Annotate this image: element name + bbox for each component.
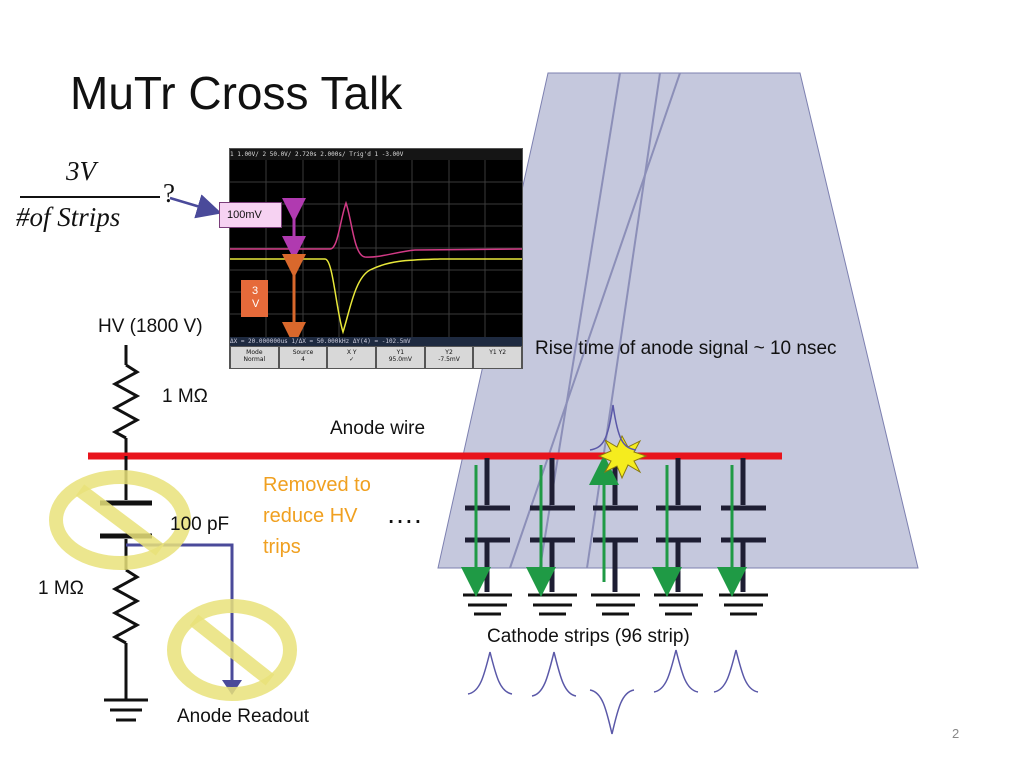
- ground-icon: [104, 698, 148, 722]
- spark-burst-icon: [597, 434, 648, 480]
- scope-status: ΔX = 20.000000us 1/ΔX = 50.000kHz ΔY(4) …: [230, 337, 522, 346]
- prohibited-sign-icon: [167, 599, 297, 701]
- scope-trace-magenta: [230, 200, 522, 258]
- chamber-line-3: [509, 72, 681, 569]
- anode-pulse-icon: [589, 404, 637, 451]
- pulse-icon: [713, 649, 759, 693]
- fraction-numerator: 3V: [66, 156, 96, 186]
- pulse-icon: [589, 689, 635, 735]
- label-hv: HV (1800 V): [98, 316, 203, 337]
- cathode-strip-5: [717, 458, 768, 616]
- cathode-strip-3: [589, 455, 640, 616]
- fraction-bar: [20, 196, 160, 198]
- chamber-trapezoid: [437, 72, 919, 569]
- softkey-xy: X Y✓: [327, 346, 377, 369]
- label-removed: Removed to reduce HV trips: [263, 474, 371, 558]
- scope-header: 1 1.00V/ 2 50.0V/ 2.720s 2.000s/ Trig'd …: [230, 149, 522, 160]
- cathode-strip-1: [461, 458, 512, 616]
- label-anode-readout: Anode Readout: [177, 706, 310, 727]
- pulse-icon: [653, 649, 699, 693]
- scope-trace-yellow: [230, 258, 522, 335]
- fraction-arrow: [169, 194, 222, 219]
- label-r-bottom: 1 MΩ: [38, 578, 84, 599]
- cathode-strip-4: [652, 458, 703, 616]
- fraction-question: ?: [163, 178, 175, 208]
- softkey-y2: Y2-7.5mV: [424, 346, 474, 369]
- page-number: 2: [952, 726, 960, 741]
- callout-3v: 3 V: [241, 280, 268, 317]
- softkey-y1y2: Y1 Y2: [473, 346, 523, 369]
- label-ellipsis: ….: [386, 498, 422, 529]
- slide-title: MuTr Cross Talk: [70, 67, 403, 119]
- callout-100mv: 100mV: [219, 202, 282, 228]
- chamber-line-2: [586, 72, 661, 569]
- label-rise-time: Rise time of anode signal ~ 10 nsec: [535, 338, 837, 359]
- label-cathode-strips: Cathode strips (96 strip): [487, 626, 690, 647]
- fraction-denominator: #of Strips: [16, 202, 121, 232]
- oscilloscope-screen: 1 1.00V/ 2 50.0V/ 2.720s 2.000s/ Trig'd …: [229, 148, 523, 369]
- pulse-icon: [531, 651, 577, 697]
- label-r-top: 1 MΩ: [162, 386, 208, 407]
- label-anode-wire: Anode wire: [330, 418, 426, 439]
- label-capacitor: 100 pF: [170, 514, 230, 535]
- scope-graticule: [230, 160, 522, 337]
- prohibited-sign-icon: [49, 470, 191, 570]
- cathode-strip-2: [526, 458, 577, 616]
- pulse-icon: [467, 651, 513, 695]
- resistor-top: [111, 363, 141, 440]
- resistor-bottom: [111, 568, 141, 645]
